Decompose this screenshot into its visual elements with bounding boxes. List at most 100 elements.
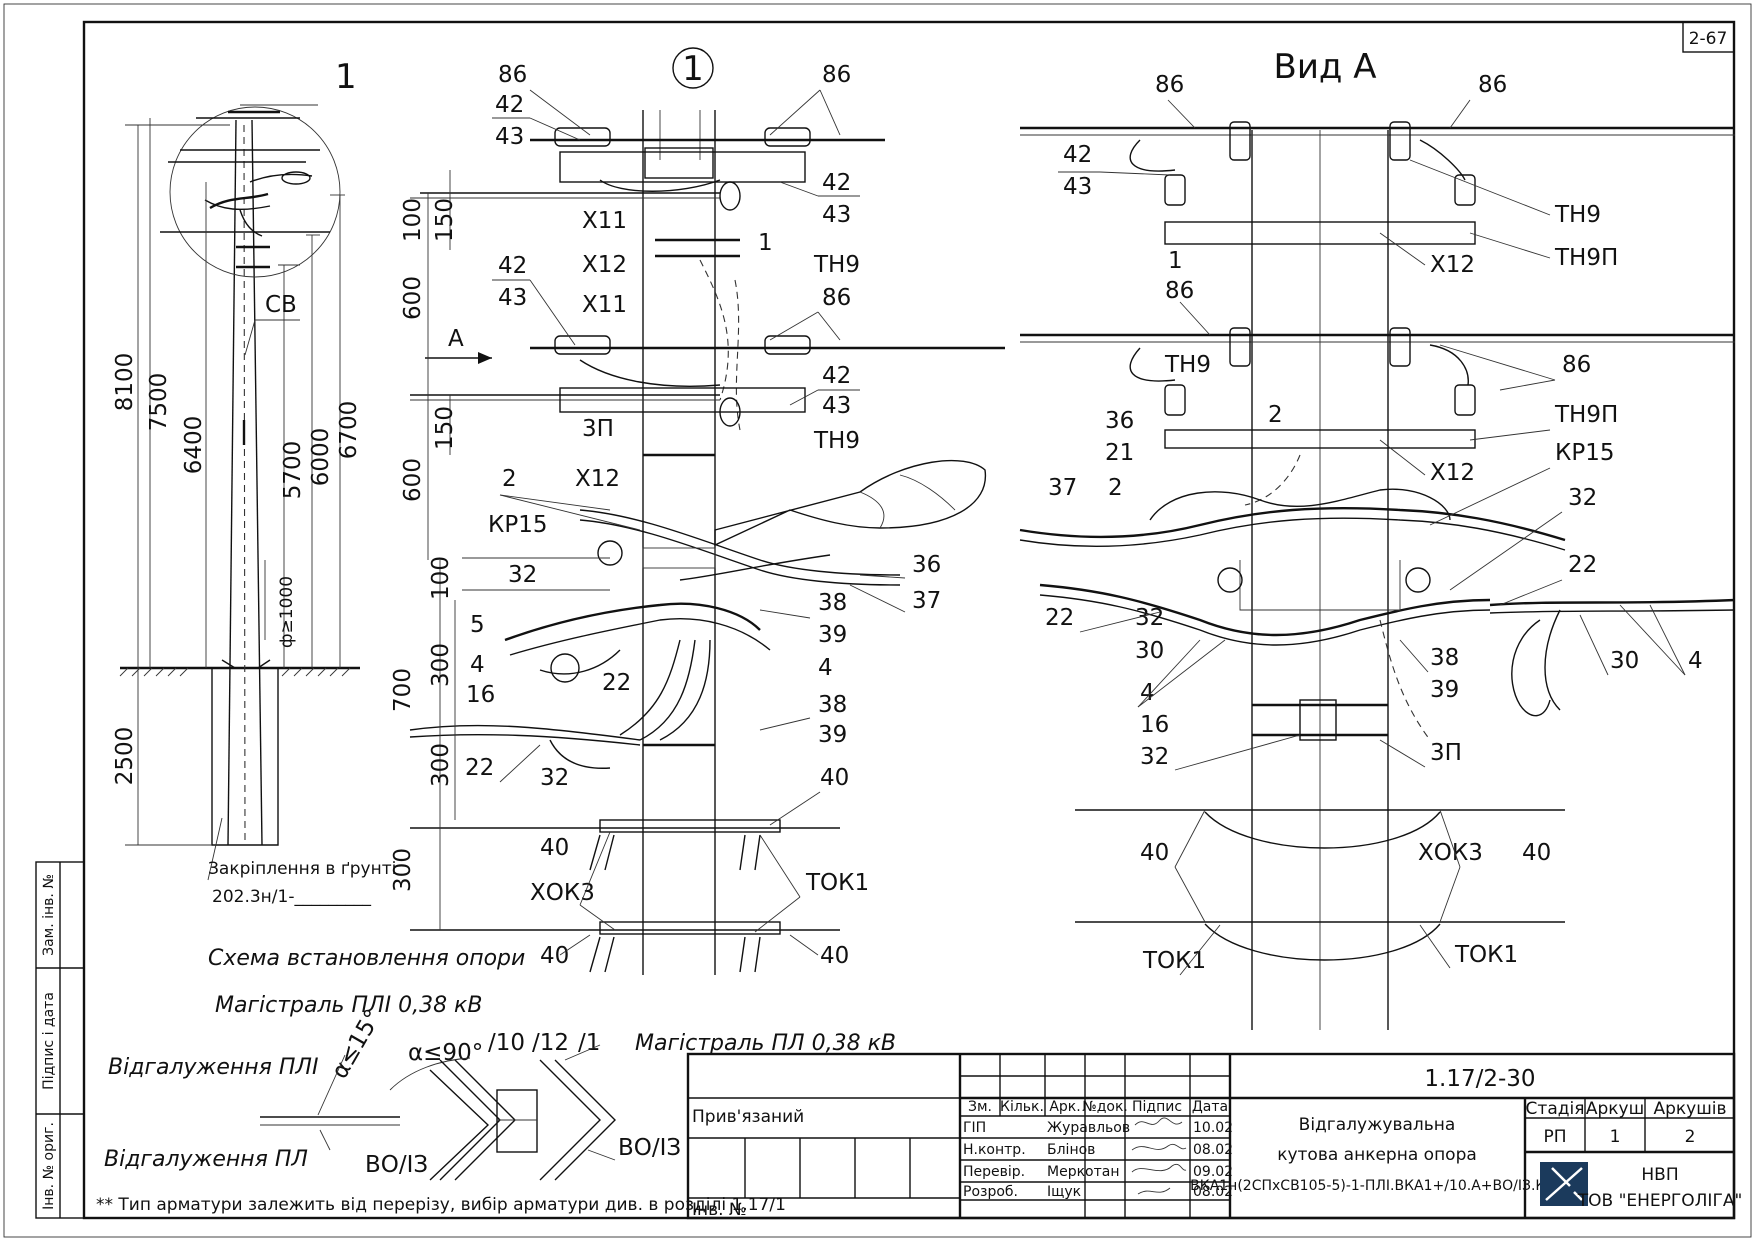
c-40c: 40: [540, 943, 569, 969]
c-x11a: Х11: [582, 208, 627, 234]
dim-100a: 100: [400, 198, 426, 242]
inv-no-label: Інв. №: [692, 1200, 747, 1220]
r-40b: 40: [1522, 840, 1551, 866]
installation-scheme: Схема встановлення опори Магістраль ПЛІ …: [96, 946, 896, 1215]
side-stamp: Зам. інв. № Підпис і дата Інв. № ориг.: [35, 861, 85, 1219]
ground-note-2: 202.3н/1-_________: [212, 887, 371, 907]
row-date-3: 09.02: [1193, 1164, 1233, 1180]
c-th9b: ТН9: [813, 428, 860, 454]
sheets-value: 2: [1685, 1127, 1696, 1147]
dim-5700: 5700: [280, 441, 306, 500]
r-86b: 86: [1478, 72, 1507, 98]
c-22b: 22: [465, 755, 494, 781]
col-sign: Підпис: [1132, 1099, 1182, 1115]
left-callout: 1: [335, 57, 357, 97]
stamp-sign: Підпис і дата: [41, 992, 57, 1090]
r-kp15: КР15: [1555, 440, 1614, 466]
c-1: 1: [758, 230, 773, 256]
c-86a: 86: [498, 62, 527, 88]
c-zp: 3П: [582, 416, 614, 442]
r-16: 16: [1140, 712, 1169, 738]
scheme-title: Схема встановлення опори: [208, 946, 525, 971]
scheme-footnote: ** Тип арматури залежить від перерізу, в…: [96, 1195, 786, 1215]
r-th9: ТН9: [1554, 202, 1601, 228]
c-86b: 86: [822, 62, 851, 88]
doc-number: 1.17/2-30: [1424, 1066, 1535, 1092]
dim-7500: 7500: [146, 373, 172, 432]
diameter-label: ф≥1000: [277, 576, 297, 648]
r-x12a: Х12: [1430, 252, 1475, 278]
cable-label: СВ: [265, 292, 297, 318]
stamp-zam: Зам. інв. №: [41, 874, 57, 956]
r-4b: 4: [1140, 680, 1155, 706]
r-21: 21: [1105, 440, 1134, 466]
scheme-branch-pli: Відгалуження ПЛІ: [108, 1055, 318, 1080]
r-86d: 86: [1562, 352, 1591, 378]
c-43a: 43: [495, 124, 524, 150]
row-name-2: Блінов: [1047, 1142, 1095, 1158]
c-40a: 40: [820, 765, 849, 791]
r-th9b: ТН9: [1164, 352, 1211, 378]
r-th9pb: ТН9П: [1554, 402, 1618, 428]
detail-circle: [169, 106, 341, 278]
c-tok1: ТОК1: [805, 870, 869, 896]
center-pole-view: 1: [390, 47, 1005, 975]
c-36: 36: [912, 552, 941, 578]
scheme-wire-l0: /10: [488, 1030, 525, 1056]
row-name-3: Меркотан: [1047, 1164, 1120, 1180]
row-role-2: Н.контр.: [963, 1142, 1026, 1158]
c-42d: 42: [822, 363, 851, 389]
sheet-code: 2-67: [1689, 29, 1728, 49]
outer-frame: [3, 3, 1752, 1238]
dim-300b: 300: [428, 743, 454, 787]
scheme-wire-l2: /12: [532, 1030, 569, 1056]
dim-300a: 300: [428, 643, 454, 687]
r-1: 1: [1168, 248, 1183, 274]
col-kilk: Кільк.: [1000, 1099, 1044, 1115]
r-zp: 3П: [1430, 740, 1462, 766]
c-37: 37: [912, 588, 941, 614]
sheet-value: 1: [1610, 1127, 1621, 1147]
col-doc: №док.: [1082, 1099, 1128, 1115]
c-xok3: ХОК3: [530, 880, 595, 906]
r-22b: 22: [1045, 605, 1074, 631]
r-39: 39: [1430, 677, 1459, 703]
desc-line-3: ВКА1н(2СПхСВ105-5)-1-ПЛІ.ВКА1+/10.А+ВО/І…: [1190, 1178, 1564, 1194]
scheme-main-right: Магістраль ПЛ 0,38 кВ: [635, 1031, 896, 1056]
row-role-4: Розроб.: [963, 1184, 1018, 1200]
sheet-code-box: [1682, 21, 1735, 53]
c-43d: 43: [822, 393, 851, 419]
row-name-1: Журавльов: [1047, 1120, 1130, 1136]
scheme-wire-l1: /1: [578, 1030, 600, 1056]
r-30b: 30: [1610, 648, 1639, 674]
c-39a: 39: [818, 622, 847, 648]
c-32b: 32: [540, 765, 569, 791]
c-42a: 42: [495, 92, 524, 118]
desc-line-2: кутова анкерна опора: [1277, 1145, 1477, 1165]
dim-600b: 600: [400, 458, 426, 502]
r-2a: 2: [1268, 402, 1283, 428]
dim-8100: 8100: [112, 353, 138, 412]
center-callout: 1: [682, 49, 704, 89]
row-date-1: 10.02: [1193, 1120, 1233, 1136]
view-a-title: Вид А: [1274, 47, 1377, 87]
c-th9a: ТН9: [813, 252, 860, 278]
c-38b: 38: [818, 692, 847, 718]
dim-300c: 300: [390, 848, 416, 892]
c-16: 16: [466, 682, 495, 708]
dim-600a: 600: [400, 276, 426, 320]
c-40d: 40: [820, 943, 849, 969]
attached-label: Прив'язаний: [692, 1107, 804, 1127]
r-86a: 86: [1155, 72, 1184, 98]
dim-700: 700: [390, 668, 416, 712]
c-x12b: Х12: [575, 466, 620, 492]
stamp-inv: Інв. № ориг.: [41, 1122, 57, 1210]
stage-value: РП: [1543, 1127, 1566, 1147]
signature-marks: [1131, 1117, 1187, 1195]
r-30a: 30: [1135, 638, 1164, 664]
c-kp15: КР15: [488, 512, 547, 538]
left-pole-view: 1 8100 7500 6400 5700 6000 6700 2500 СВ …: [112, 57, 396, 907]
scheme-angle-big: α≤90°: [408, 1040, 483, 1066]
r-tok1b: ТОК1: [1454, 942, 1518, 968]
